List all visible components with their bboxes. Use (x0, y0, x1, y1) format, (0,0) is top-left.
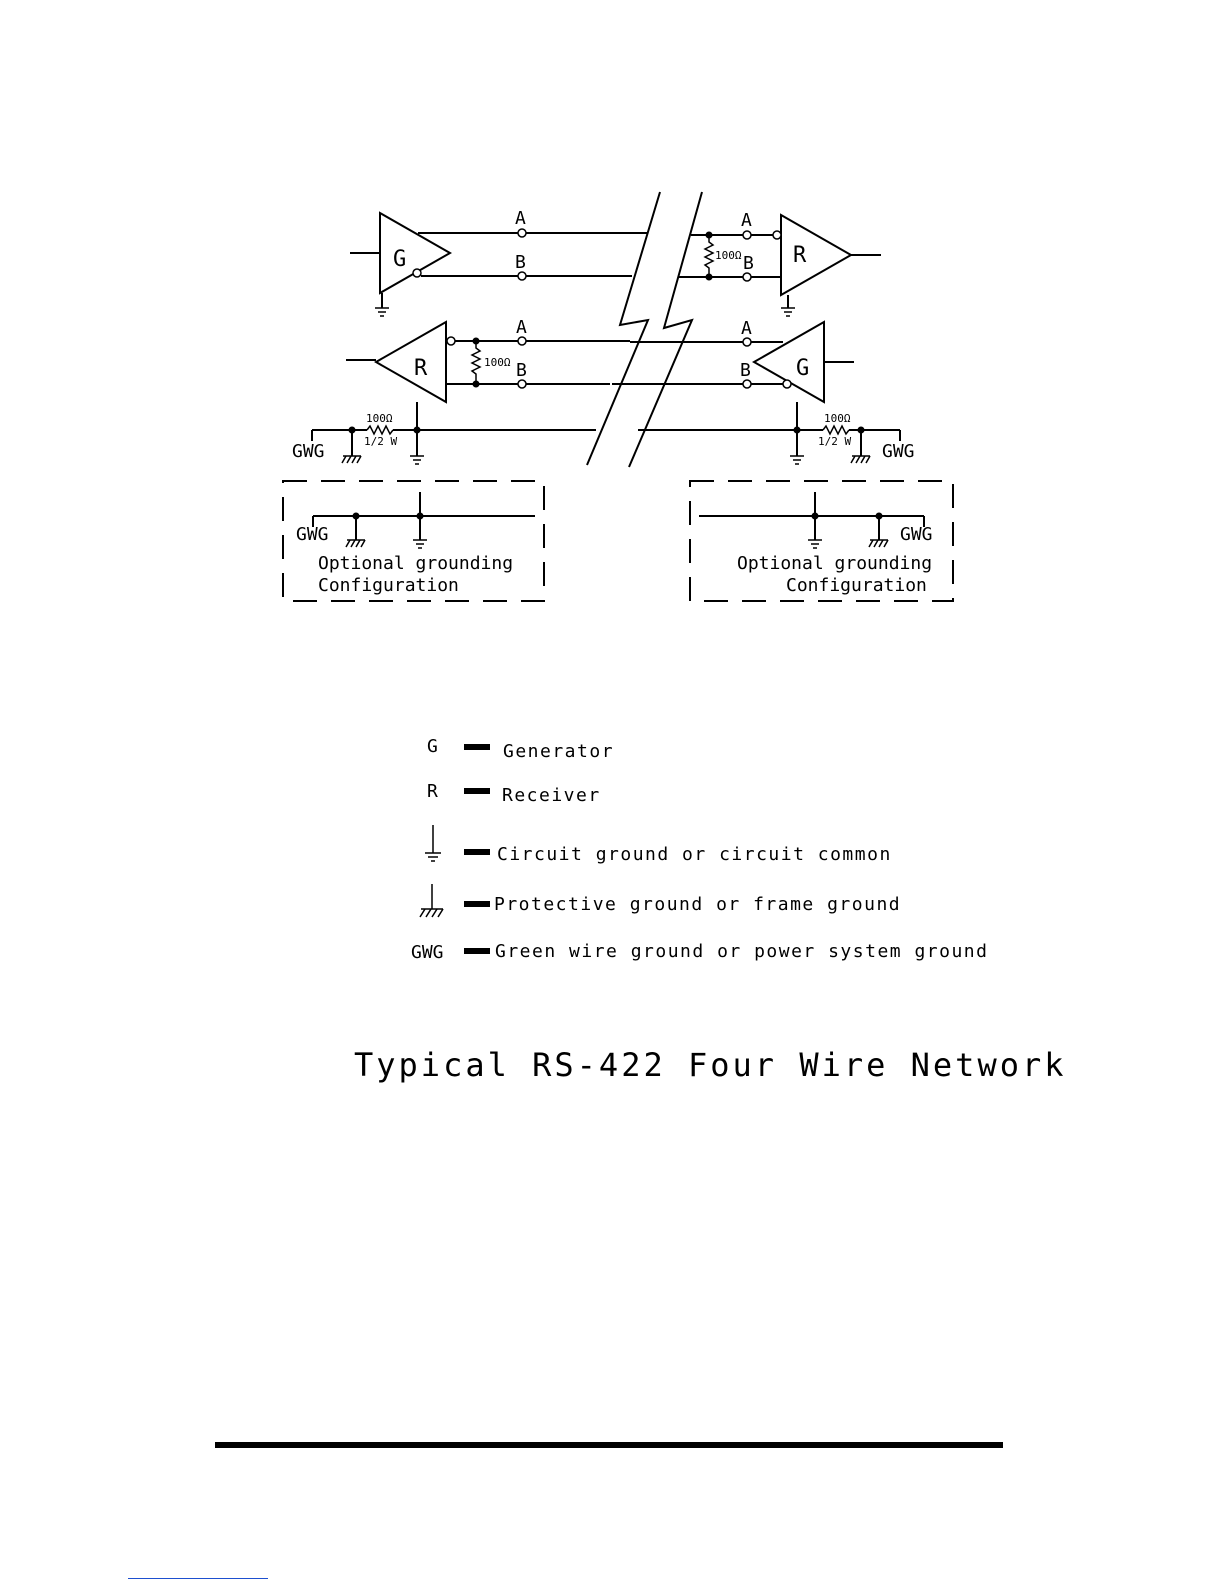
left-box-gwg-label: GWG (296, 524, 329, 545)
right-gwg-label: GWG (882, 441, 915, 462)
upper-right-line-b-label: B (743, 253, 754, 274)
diagram-title: Typical RS-422 Four Wire Network (354, 1046, 1067, 1084)
legend: G Generator R Receiver Circuit ground or… (411, 736, 988, 963)
left-ground-resistor-rating: 1/2 W (364, 435, 397, 448)
left-ground-resistor-label: 100Ω (366, 412, 393, 425)
right-ground-resistor-label: 100Ω (824, 412, 851, 425)
upper-line-a-label: A (515, 208, 526, 229)
lower-line-b-label: B (516, 360, 527, 381)
left-box-line1: Optional grounding (318, 553, 513, 574)
legend-symbol: G (427, 736, 438, 757)
upper-generator: G (350, 211, 453, 317)
circuit-ground-icon (808, 539, 822, 549)
circuit-ground-icon (790, 455, 804, 465)
footer-rule (215, 1442, 1003, 1448)
lower-generator-label: G (796, 356, 809, 381)
lower-generator: G (751, 320, 854, 404)
optional-grounding-box-left: GWG Optional grounding Configuration (282, 480, 545, 602)
right-ground-resistor-rating: 1/2 W (818, 435, 851, 448)
upper-line-b-label: B (515, 252, 526, 273)
legend-description: Receiver (502, 785, 601, 806)
frame-ground-icon (868, 539, 889, 548)
optional-grounding-box-right: GWG Optional grounding Configuration (689, 480, 954, 602)
upper-generator-label: G (393, 247, 406, 272)
lower-terminator-label: 100Ω (484, 356, 511, 369)
frame-ground-icon (341, 455, 362, 464)
left-gwg-label: GWG (292, 441, 325, 462)
upper-receiver-label: R (793, 243, 807, 268)
frame-ground-icon (850, 455, 871, 464)
legend-symbol: GWG (411, 942, 444, 963)
legend-symbol: R (427, 781, 438, 802)
upper-right-line-a-label: A (741, 210, 752, 231)
circuit-ground-icon (425, 825, 441, 862)
legend-description: Circuit ground or circuit common (497, 844, 892, 865)
lower-receiver: R (346, 320, 456, 404)
cable-break (586, 191, 703, 468)
lower-line-a-label: A (516, 317, 527, 338)
bottom-edge-mark (128, 1578, 268, 1579)
right-box-line1: Optional grounding (737, 553, 932, 574)
circuit-ground-icon (375, 307, 389, 317)
left-box-line2: Configuration (318, 575, 459, 596)
frame-ground-icon (419, 884, 444, 918)
circuit-ground-icon (781, 307, 795, 317)
circuit-ground-icon (410, 455, 424, 465)
lower-right-line-b-label: B (740, 360, 751, 381)
right-box-line2: Configuration (786, 575, 927, 596)
upper-receiver: R (772, 213, 881, 317)
lower-receiver-label: R (414, 356, 428, 381)
circuit-ground-icon (413, 539, 427, 549)
frame-ground-icon (345, 539, 366, 548)
legend-description: Green wire ground or power system ground (495, 941, 988, 962)
legend-description: Protective ground or frame ground (494, 894, 901, 915)
right-box-gwg-label: GWG (900, 524, 933, 545)
legend-description: Generator (503, 741, 614, 762)
lower-right-line-a-label: A (741, 318, 752, 339)
upper-terminator-label: 100Ω (715, 249, 742, 262)
